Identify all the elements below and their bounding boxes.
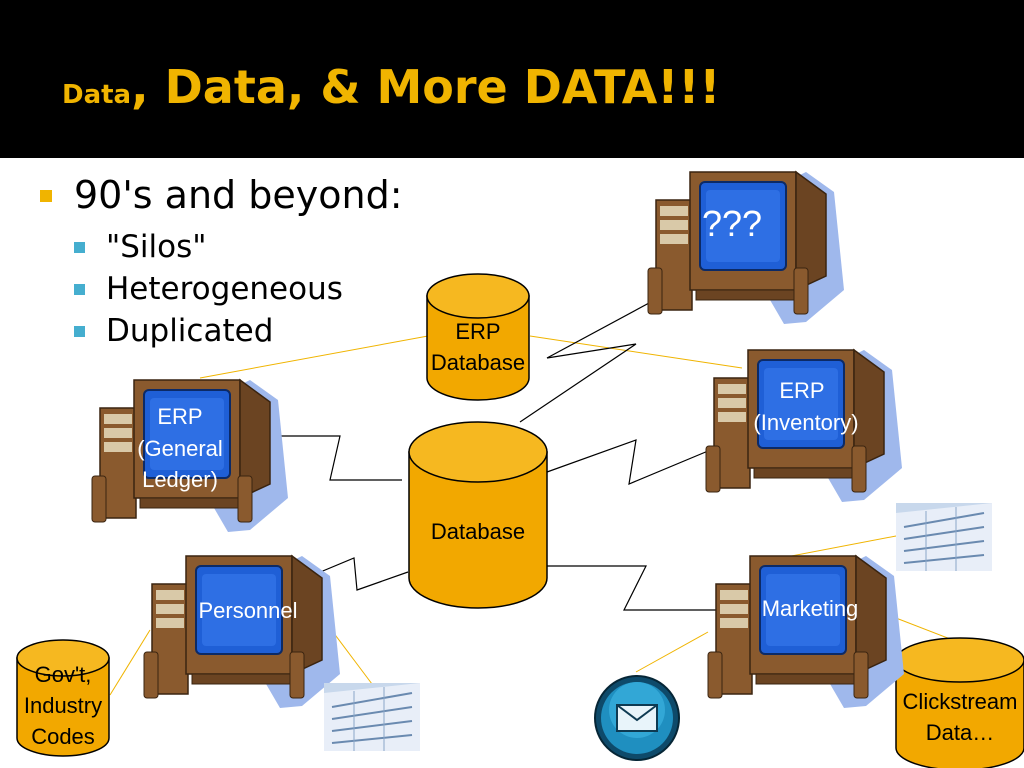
network-line-inventory	[546, 439, 721, 485]
bullet-square-icon	[74, 242, 85, 253]
govt-codes-label-1: Gov't,	[35, 662, 92, 687]
computer-marketing: Marketing	[707, 555, 905, 709]
network-line-personnel	[305, 557, 409, 591]
connector-email-marketing	[635, 631, 709, 673]
clickstream-cylinder: Clickstream Data…	[895, 637, 1024, 768]
erp-inventory-label-1: ERP	[779, 378, 824, 403]
bullet-item: "Silos"	[74, 226, 343, 268]
title-part2: , Data, & More DATA!!!	[131, 60, 721, 114]
slide-title: Data, Data, & More DATA!!!	[62, 60, 720, 114]
erp-inventory-label-2: (Inventory)	[753, 410, 858, 435]
bullet-item: Duplicated	[74, 310, 343, 352]
erp-database-label-2: Database	[431, 350, 525, 375]
network-line-marketing	[547, 565, 730, 611]
database-label: Database	[431, 519, 525, 544]
bullet-square-icon	[74, 284, 85, 295]
govt-codes-label-3: Codes	[31, 724, 95, 749]
bullet-item: Heterogeneous	[74, 268, 343, 310]
govt-codes-cylinder: Gov't, Industry Codes	[16, 639, 110, 757]
bullet-item: 90's and beyond:	[40, 170, 403, 220]
erp-ledger-label-2: (General	[137, 436, 223, 461]
title-divider	[0, 158, 1024, 162]
printed-report-icon	[895, 502, 993, 572]
network-line-ledger	[255, 435, 402, 481]
erp-database-cylinder: ERP Database	[426, 273, 530, 401]
computer-erp-inventory: ERP (Inventory)	[705, 349, 903, 503]
database-cylinder: Database	[408, 421, 548, 609]
title-part1: Data	[62, 80, 132, 110]
network-connectors	[255, 295, 730, 611]
personnel-label: Personnel	[198, 598, 297, 623]
clickstream-label-1: Clickstream	[903, 689, 1018, 714]
bullet-list-level2: "Silos" Heterogeneous Duplicated	[74, 226, 343, 352]
erp-ledger-label-3: Ledger)	[142, 467, 218, 492]
bullet-square-icon	[40, 190, 52, 202]
govt-codes-label-2: Industry	[24, 693, 102, 718]
connector-govt-personnel	[109, 629, 151, 696]
network-line-unknown	[519, 343, 637, 423]
clickstream-label-2: Data…	[926, 720, 994, 745]
title-bar	[0, 0, 1024, 158]
marketing-label: Marketing	[762, 596, 859, 621]
computer-personnel: Personnel	[143, 555, 341, 709]
bullet-square-icon	[74, 326, 85, 337]
computer-unknown: ???	[647, 171, 845, 325]
erp-ledger-label-1: ERP	[157, 404, 202, 429]
bullet-list-level1: 90's and beyond:	[40, 170, 403, 220]
network-line-unknown-end	[546, 295, 663, 359]
envelope-icon	[594, 675, 680, 761]
computer-erp-general-ledger: ERP (General Ledger)	[91, 379, 289, 533]
erp-database-label-1: ERP	[455, 319, 500, 344]
unknown-pc-label: ???	[702, 203, 762, 244]
connector-erpdb-inventory	[529, 335, 743, 369]
printed-report-icon	[323, 682, 421, 752]
connector-ledger-erpdb	[199, 335, 429, 379]
